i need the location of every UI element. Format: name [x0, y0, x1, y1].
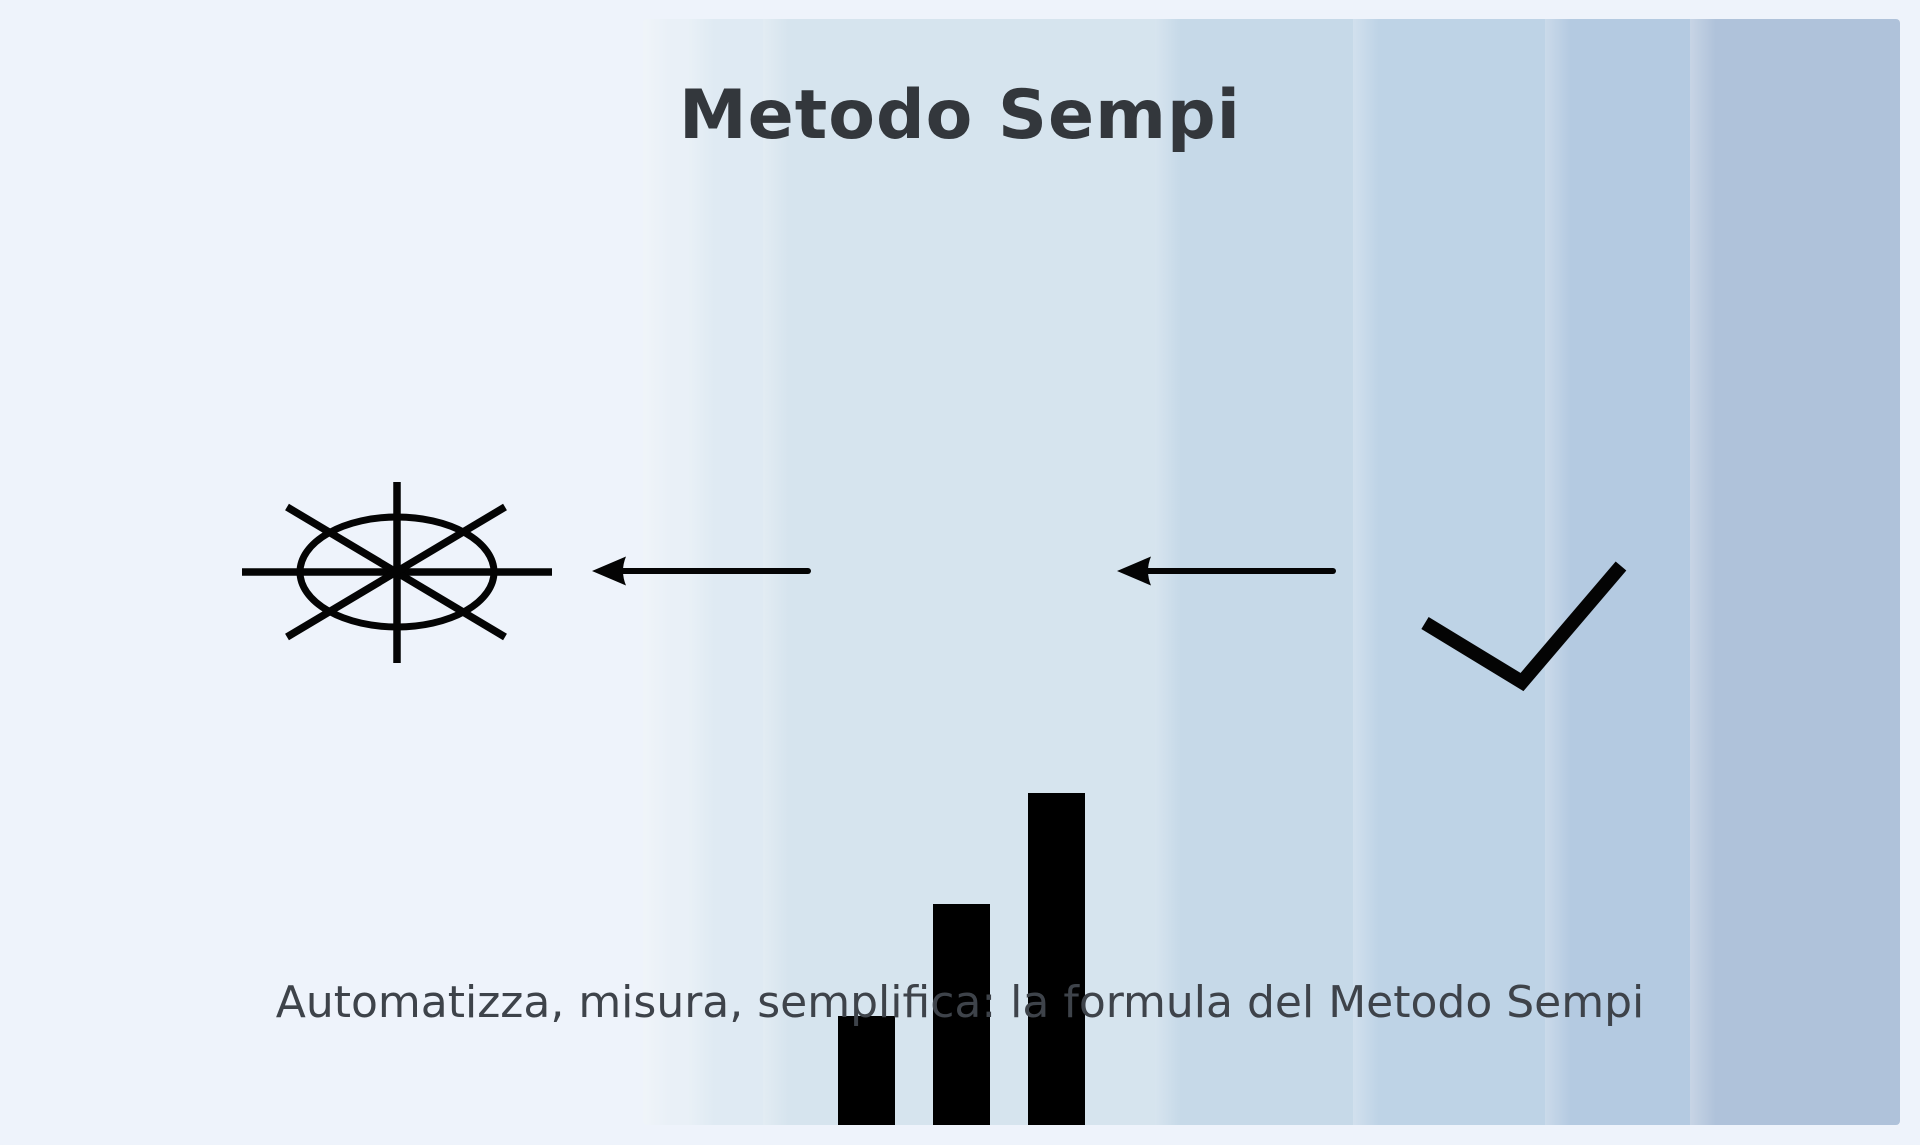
bar-chart-icon [838, 793, 1085, 1125]
page-title: Metodo Sempi [678, 76, 1241, 155]
panel-band [1690, 19, 1900, 1125]
tagline-text: Automatizza, misura, semplifica: la form… [275, 977, 1645, 1028]
bar [838, 1016, 895, 1125]
panel-band [1353, 19, 1545, 1125]
bar [933, 904, 990, 1125]
bar [1028, 793, 1085, 1125]
checkmark-icon [1421, 561, 1627, 692]
left-arrow-icon [1117, 556, 1336, 586]
left-arrow-icon [592, 556, 811, 586]
compass-wheel-icon [242, 482, 552, 663]
